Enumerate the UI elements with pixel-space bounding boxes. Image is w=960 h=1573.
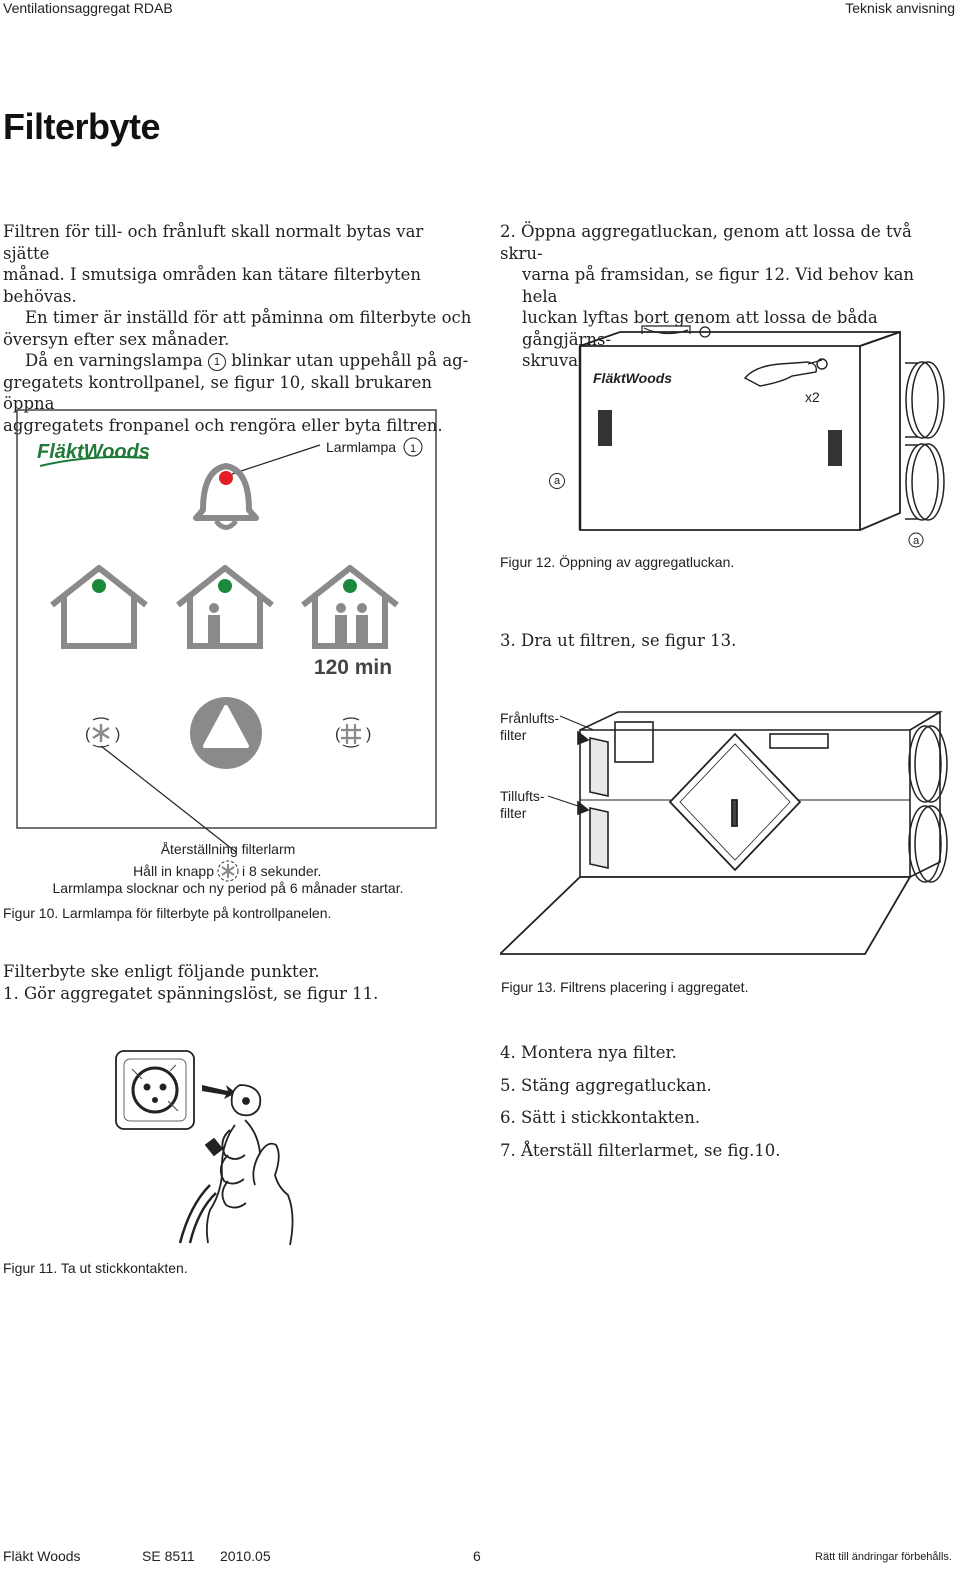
lamp-number-badge: 1 bbox=[207, 352, 226, 371]
step-2-line: 2. Öppna aggregatluckan, genom att lossa… bbox=[500, 222, 912, 263]
unit-closed-figure: FläktWoods x2 a a bbox=[560, 325, 945, 548]
hinge-marker-right: a bbox=[913, 535, 920, 547]
warning-line: aggregatets fronpanel och rengöra eller … bbox=[3, 415, 443, 435]
reset-instruction-post: i 8 sekunder. bbox=[242, 863, 321, 879]
remaining-steps-list: 4. Montera nya filter. 5. Stäng aggregat… bbox=[500, 1043, 781, 1173]
heat-exchanger bbox=[668, 732, 802, 872]
house-away-icon bbox=[50, 565, 148, 649]
indicator-led bbox=[343, 579, 357, 593]
panel-frame bbox=[16, 409, 437, 829]
hand-with-screwdriver-icon bbox=[743, 358, 828, 387]
timer-label: 120 min bbox=[314, 656, 392, 679]
supply-filter-label-1: Tillufts- bbox=[500, 788, 545, 804]
procedure-intro: Filterbyte ske enligt följande punkter. … bbox=[3, 961, 473, 1004]
fig11-caption: Figur 11. Ta ut stickkontakten. bbox=[3, 1260, 188, 1276]
control-panel-figure: FläktWoods Larmlampa 1 120 min ( ) bbox=[16, 409, 437, 896]
reset-title: Återställning filterlarm bbox=[161, 841, 296, 857]
warning-pre: Då en varningslampa bbox=[25, 351, 203, 370]
reset-instruction-pre: Håll in knapp bbox=[133, 863, 214, 879]
hinge-marker-right-ring bbox=[908, 532, 924, 548]
unplug-figure bbox=[115, 1050, 294, 1246]
lamp-label: Larmlampa bbox=[326, 439, 396, 455]
alarm-bell-icon bbox=[193, 463, 259, 530]
step-2-line: luckan lyftas bort genom att lossa de bå… bbox=[522, 308, 878, 349]
step-5: 5. Stäng aggregatluckan. bbox=[500, 1075, 712, 1095]
footer-note: Rätt till ändringar förbehålls. bbox=[815, 1551, 952, 1563]
header-right: Teknisk anvisning bbox=[845, 0, 955, 16]
footer-date: 2010.05 bbox=[220, 1548, 271, 1564]
fig10-caption: Figur 10. Larmlampa för filterbyte på ko… bbox=[3, 905, 332, 921]
step-4: 4. Montera nya filter. bbox=[500, 1043, 677, 1062]
warning-post: blinkar utan uppehåll på ag- bbox=[231, 351, 469, 370]
duct-connectors bbox=[905, 361, 945, 521]
hand-with-plug-icon bbox=[178, 1084, 294, 1246]
svg-text:(: ( bbox=[335, 726, 341, 743]
door-handle-right bbox=[828, 430, 842, 466]
unit-open-figure: Frånlufts- filter Tillufts- filter bbox=[500, 710, 948, 955]
intro-line: Filtren för till- och frånluft skall nor… bbox=[3, 222, 424, 263]
warning-line: Då en varningslampa 1 blinkar utan uppeh… bbox=[3, 350, 473, 372]
warning-line: gregatets kontrollpanel, se figur 10, sk… bbox=[3, 372, 433, 414]
intro-line: översyn efter sex månader. bbox=[3, 329, 230, 349]
house-family-icon bbox=[301, 565, 399, 649]
open-door-panel bbox=[500, 876, 912, 955]
fig12-caption: Figur 12. Öppning av aggregatluckan. bbox=[500, 554, 735, 570]
step-3: 3. Dra ut filtren, se figur 13. bbox=[500, 631, 737, 650]
intro-line: månad. I smutsiga områden kan tätare fil… bbox=[3, 265, 422, 306]
reset-leader-line bbox=[100, 745, 237, 853]
reset-button-icon: ( ) bbox=[85, 717, 120, 748]
step-7: 7. Återställ filterlarmet, se fig.10. bbox=[500, 1140, 781, 1160]
cable-gland bbox=[641, 325, 711, 338]
alarm-lamp-indicator bbox=[219, 471, 233, 485]
indicator-led bbox=[92, 579, 106, 593]
logo-swoosh bbox=[39, 456, 149, 467]
exhaust-filter-label-2: filter bbox=[500, 727, 527, 743]
open-duct-connectors bbox=[908, 725, 948, 883]
footer-doc-number: SE 8511 bbox=[142, 1548, 195, 1564]
step-2-line: varna på framsidan, se figur 12. Vid beh… bbox=[522, 265, 915, 306]
svg-text:(: ( bbox=[85, 726, 91, 743]
screw-count-label: x2 bbox=[805, 389, 820, 405]
door-handle-left bbox=[598, 410, 612, 446]
socket-icon bbox=[115, 1050, 195, 1130]
indicator-led bbox=[218, 579, 232, 593]
svg-text:): ) bbox=[115, 726, 120, 743]
reset-inline-icon bbox=[217, 860, 239, 882]
lamp-label-num: 1 bbox=[410, 443, 416, 455]
header-left: Ventilationsaggregat RDAB bbox=[3, 0, 173, 16]
intro-line: En timer är inställd för att påminna om … bbox=[25, 308, 472, 327]
footer-company: Fläkt Woods bbox=[3, 1548, 81, 1564]
procedure-intro-line: Filterbyte ske enligt följande punkter. bbox=[3, 962, 320, 981]
pull-arrow-icon bbox=[202, 1085, 236, 1099]
hash-button-icon: ( ) bbox=[335, 717, 371, 748]
unit-housing bbox=[578, 330, 901, 531]
reset-instruction-line2: Larmlampa slocknar och ny period på 6 må… bbox=[53, 880, 404, 896]
footer-page-number: 6 bbox=[473, 1548, 481, 1564]
exhaust-filter-label-1: Frånlufts- bbox=[500, 710, 559, 726]
fw-logo-panel: FläktWoods bbox=[37, 441, 150, 463]
fw-logo-unit: FläktWoods bbox=[593, 370, 672, 386]
supply-filter-label-2: filter bbox=[500, 805, 527, 821]
fig13-caption: Figur 13. Filtrens placering i aggregate… bbox=[501, 979, 749, 995]
house-one-person-icon bbox=[176, 565, 274, 649]
step-6: 6. Sätt i stickkontakten. bbox=[500, 1108, 701, 1127]
lamp-leader-line bbox=[231, 444, 321, 475]
lamp-label-badge bbox=[403, 437, 423, 457]
intro-paragraph: Filtren för till- och frånluft skall nor… bbox=[3, 221, 473, 436]
svg-text:): ) bbox=[366, 726, 371, 743]
boost-button-icon bbox=[190, 697, 262, 769]
hinge-marker-a: a bbox=[549, 473, 565, 489]
page-title: Filterbyte bbox=[3, 106, 161, 147]
step-1: 1. Gör aggregatet spänningslöst, se figu… bbox=[3, 983, 379, 1003]
